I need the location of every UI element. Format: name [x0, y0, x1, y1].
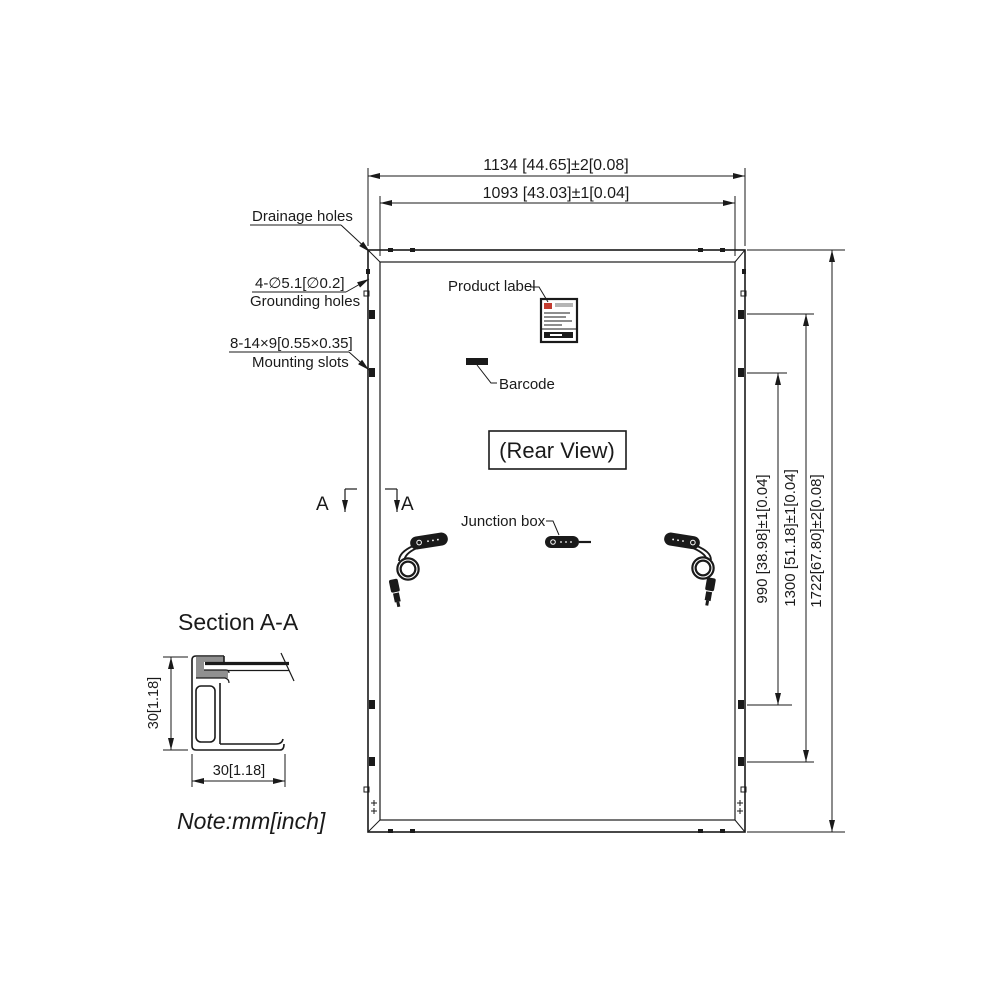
connector-right [704, 577, 716, 606]
junction-box-left [388, 532, 448, 608]
corner-cross-marks [371, 800, 743, 814]
junction-box-label: Junction box [461, 513, 546, 530]
section-height-dim-text: 30[1.18] [146, 677, 162, 729]
junction-box-middle [545, 536, 591, 548]
section-marker-left: A [316, 494, 329, 515]
connector-left [388, 578, 401, 608]
section-title: Section A-A [178, 609, 299, 635]
barcode-label: Barcode [499, 376, 555, 393]
frame-profile [191, 652, 295, 751]
drainage-holes-label: Drainage holes [252, 208, 353, 225]
section-cut-marks: A A [316, 488, 414, 515]
panel-frame [363, 248, 747, 833]
section-marker-right: A [401, 494, 414, 515]
dimension-outer-width: 1134 [44.65]±2[0.08] [367, 157, 746, 246]
mounting-slot-marks [369, 310, 744, 766]
grounding-hole-marks [363, 290, 747, 793]
mounting-slots-label: Mounting slots [252, 354, 349, 371]
product-label-sticker [539, 297, 579, 344]
callout-drainage-holes: Drainage holes [250, 208, 371, 253]
dimension-section-width: 30[1.18] [191, 754, 286, 787]
frame-corner-miters [367, 249, 746, 833]
barcode-mark [466, 358, 488, 365]
callout-mounting-slots: 8-14×9[0.55×0.35] Mounting slots [229, 335, 370, 371]
callout-barcode: Barcode [466, 358, 555, 393]
rear-view-caption: (Rear View) [488, 430, 627, 470]
glass-clamp-fill [196, 657, 228, 678]
label-red-chip [544, 303, 552, 309]
section-width-dim-text: 30[1.18] [213, 763, 265, 779]
units-note: Note:mm[inch] [177, 808, 326, 834]
dimension-slot-span-990: 990 [38.98]±1[0.04] [747, 372, 792, 706]
dimension-inner-width: 1093 [43.03]±1[0.04] [379, 185, 736, 256]
dimension-section-height: 30[1.18] [146, 656, 188, 751]
grounding-spec-label: 4-∅5.1[∅0.2] [255, 275, 345, 292]
section-view: Section A-A 30[1.18] 30[1. [146, 609, 326, 834]
outer-height-dim-text: 1722[67.80]±2[0.08] [808, 474, 825, 607]
callout-grounding-holes: 4-∅5.1[∅0.2] Grounding holes [250, 275, 370, 310]
slot-span-990-dim-text: 990 [38.98]±1[0.04] [754, 474, 771, 603]
dimension-outer-height: 1722[67.80]±2[0.08] [747, 249, 845, 833]
panel-inner-edge [379, 261, 736, 821]
inner-width-dim-text: 1093 [43.03]±1[0.04] [483, 185, 630, 202]
drainage-hole-marks [366, 248, 746, 833]
outer-width-dim-text: 1134 [44.65]±2[0.08] [483, 157, 629, 174]
callout-junction-box: Junction box [461, 513, 560, 536]
grounding-holes-label: Grounding holes [250, 293, 360, 310]
junction-box-right [664, 532, 716, 606]
dimension-slot-span-1300: 1300 [51.18]±1[0.04] [747, 313, 814, 763]
slot-span-1300-dim-text: 1300 [51.18]±1[0.04] [782, 469, 799, 607]
mounting-spec-label: 8-14×9[0.55×0.35] [230, 335, 353, 352]
rear-view-text: (Rear View) [499, 438, 615, 463]
panel-outer-edge [367, 249, 746, 833]
callout-product-label: Product label [448, 278, 579, 344]
product-label-text: Product label [448, 278, 536, 295]
